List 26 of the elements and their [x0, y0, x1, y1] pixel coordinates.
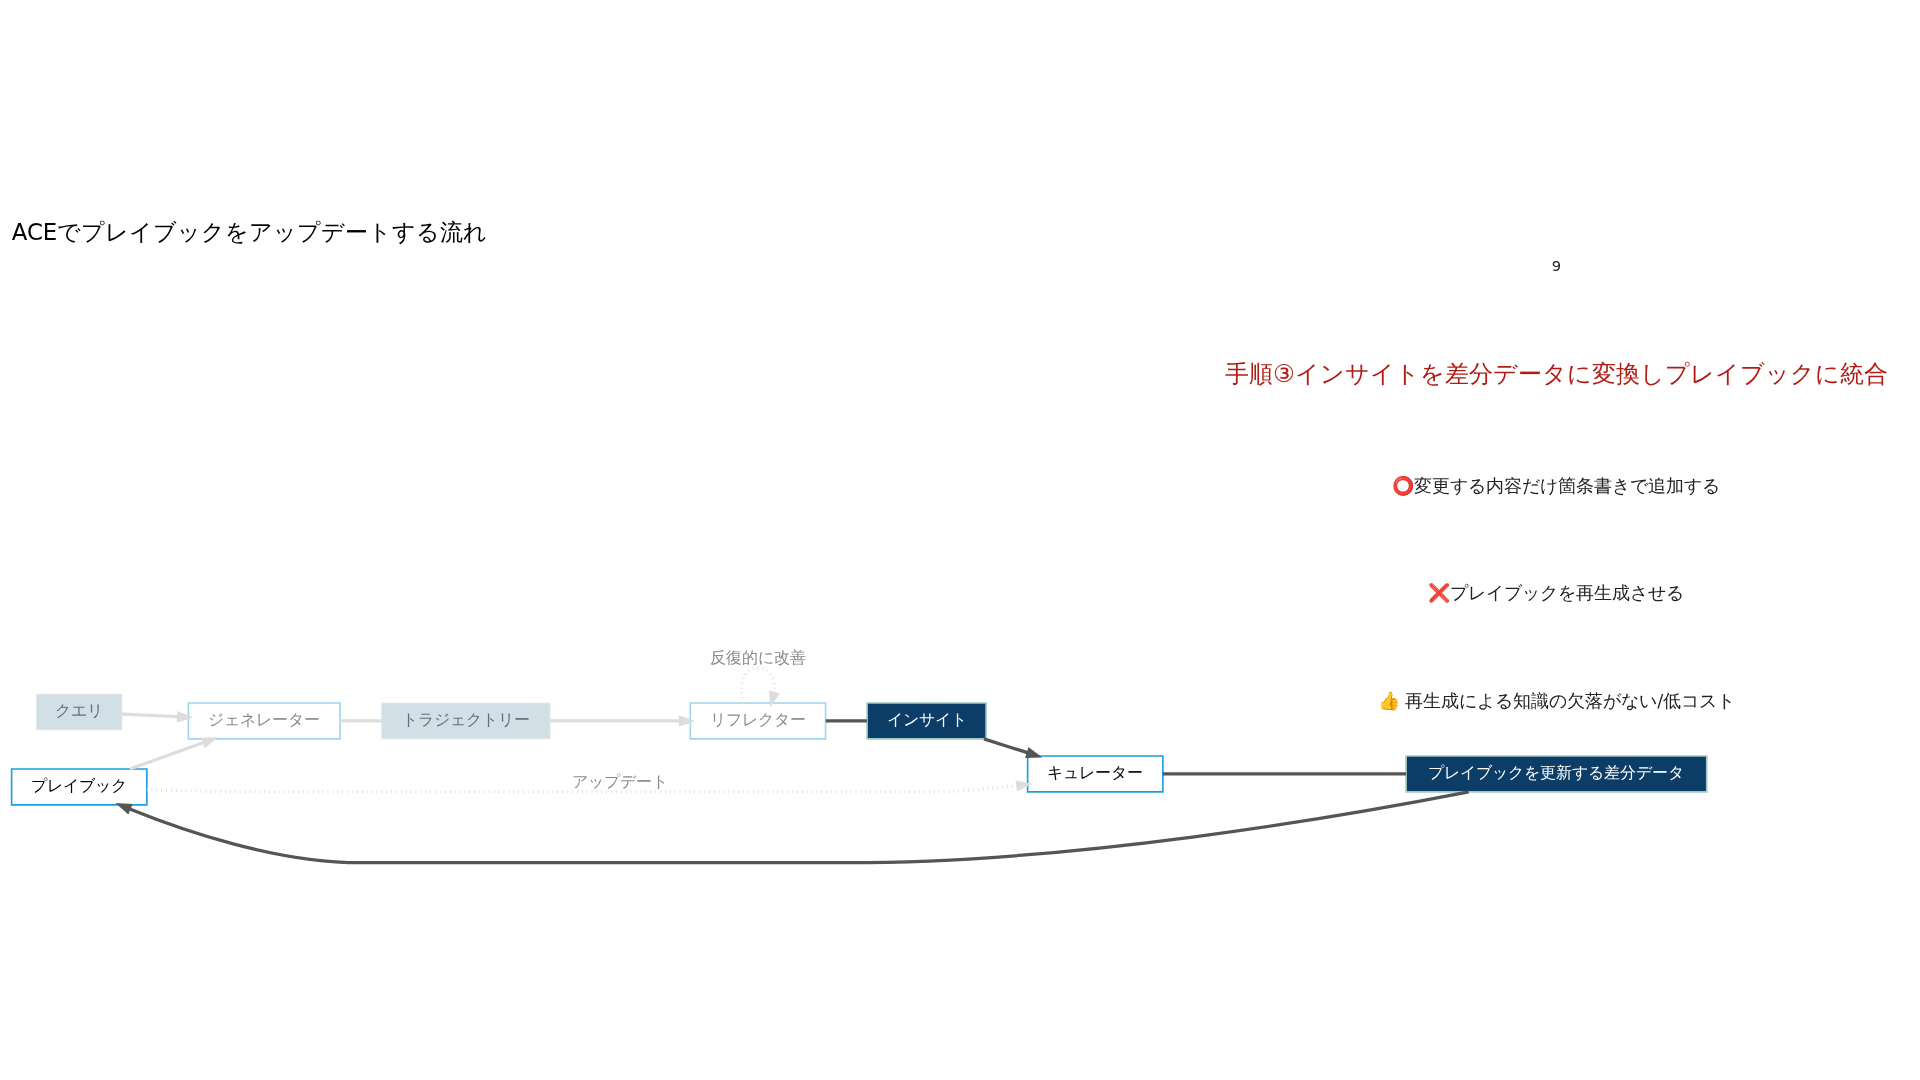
node-box: プレイブック	[10, 767, 148, 806]
label: 手順③インサイトを差分データに変換しプレイブックに統合	[1224, 358, 1888, 388]
label: ❌プレイブックを再生成させる	[1428, 581, 1685, 603]
label: 👍 再生成による知識の欠落がない/低コスト	[1377, 689, 1736, 711]
edge-label: 反復的に改善	[709, 647, 806, 667]
node-box: リフレクター	[689, 701, 827, 740]
connector	[825, 718, 867, 723]
connector	[1162, 771, 1407, 776]
label: 9	[1551, 256, 1562, 274]
connector	[340, 718, 382, 723]
arrow	[122, 710, 194, 722]
diagram-title: ACEでプレイブックをアップデートする流れ	[11, 218, 488, 245]
arrow	[115, 789, 1470, 864]
node-box: プレイブックを更新する差分データ	[1405, 754, 1708, 793]
node-box: キュレーター	[1026, 754, 1164, 793]
node-box: トラジェクトリー	[381, 702, 551, 739]
edge-label: アップデート	[572, 771, 669, 791]
label: ⭕変更する内容だけ箇条書きで追加する	[1392, 474, 1721, 496]
arrow	[739, 665, 780, 708]
node-box: クエリ	[36, 693, 123, 730]
arrow	[146, 779, 1033, 793]
arrow	[129, 736, 219, 771]
node-box: ジェネレーター	[187, 701, 341, 740]
arrow	[983, 736, 1043, 758]
node-box: インサイト	[866, 701, 987, 740]
arrow	[550, 714, 696, 727]
